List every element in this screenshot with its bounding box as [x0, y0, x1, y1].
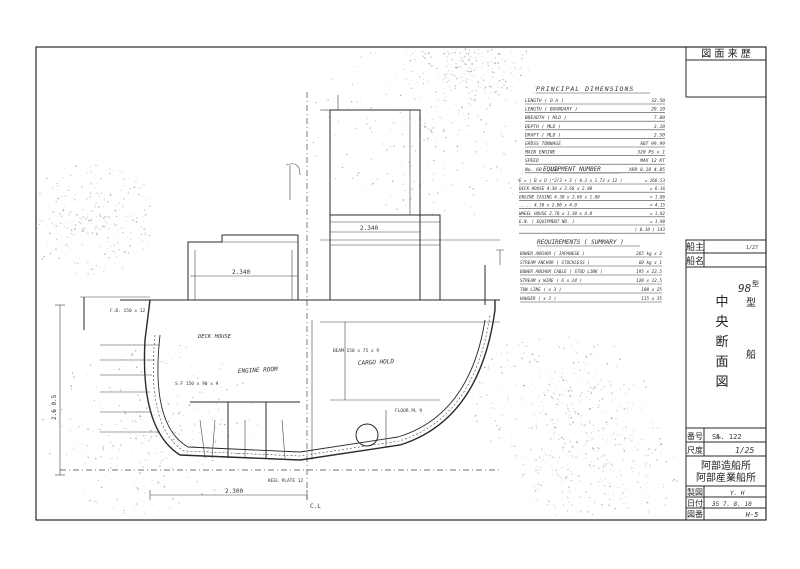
drawing-title-char: 面 — [715, 355, 728, 370]
principal-dimensions-row-value: ARR 8.10 4.85 — [628, 167, 665, 173]
cargo-hold-label: CARGO HOLD — [358, 358, 395, 367]
requirements-row-label: TOW LINE ( x 3 ) — [520, 287, 561, 293]
requirements-row-value: 60 kg x 1 — [639, 260, 663, 266]
equipment-number-heading: EQUIPMENT NUMBER — [543, 166, 601, 173]
equipment-number-row-label: E = ( B x D )^2/3 + 2 ( 0.3 x 1.73 x 12 … — [519, 178, 622, 183]
principal-dimensions-row-value: ABT 99.99 — [639, 141, 665, 147]
principal-dimensions-row-value: 29.10 — [651, 107, 665, 113]
equipment-number-row-value: = 1.82 — [650, 211, 666, 216]
requirements-row-value: 100 x 25 — [641, 287, 662, 293]
requirements-row-label: BOWER ANCHOR CABLE ( STUD LINK ) — [520, 269, 603, 275]
equipment-number-row-value: ( 0.10 ) 143 — [635, 227, 666, 232]
engine-room-label: ENGINE ROOM — [238, 366, 278, 375]
principal-dimensions-row-label: No. 60 - 150 — [524, 167, 558, 173]
bottom-dimension: 2.300 — [225, 488, 243, 495]
principal-dimensions-row-value: 32.50 — [650, 98, 665, 104]
paper-noise — [37, 48, 678, 517]
keel-note: KEEL PLATE 12 — [268, 478, 304, 484]
drawing-title: 中 央 断 面 図 — [715, 295, 728, 390]
principal-dimensions-row-label: DRAFT ( MLD ) — [524, 132, 561, 138]
scale-value: 1/25 — [735, 446, 754, 455]
deck-house — [329, 109, 421, 300]
history-header: 図 面 来 歴 — [701, 48, 751, 60]
principal-dimensions-row-value: 3.10 — [653, 124, 665, 130]
principal-dimensions-row-label: LENGTH ( O.A ) — [525, 98, 564, 104]
requirements-heading: REQUIREMENTS ( SUMMARY ) — [537, 239, 624, 246]
principal-dimensions-row-value: 2.50 — [654, 132, 665, 138]
title-block: 図 面 来 歴 船主 船名 1/27 98 型 型 船 中 央 断 面 図 番号… — [685, 46, 767, 521]
outer-shell-plating — [143, 299, 496, 461]
number-label: 番号 — [687, 431, 703, 441]
principal-dimensions-row-value: MAX 12 KT — [639, 158, 665, 164]
breadth-dimension: 2.340 — [232, 269, 250, 276]
principal-dimensions-row-label: LENGTH ( BOUNDARY ) — [525, 107, 578, 113]
principal-dimensions-table: PRINCIPAL DIMENSIONS LENGTH ( O.A ) 32.50… — [524, 85, 665, 174]
date-label: 日付 — [687, 498, 703, 508]
lightening-hole — [355, 423, 379, 447]
breadth-dimension-upper: 2.340 — [360, 225, 378, 232]
side-frame-note: S.F 150 x 90 x 9 — [175, 381, 219, 387]
corner-note: 1/27 — [746, 245, 758, 251]
requirements-row-label: STREAM ANCHOR ( STOCKLESS ) — [520, 260, 590, 266]
number-value: S№. 122 — [712, 433, 742, 441]
drawn-label: 製図 — [687, 487, 703, 497]
ship-type-vessel: 船 — [746, 348, 756, 361]
hull-section: ENGINE ROOM CARGO HOLD DECK HOUSE 2.340 … — [51, 92, 504, 510]
center-line-mark: C.L — [310, 503, 321, 510]
requirements-row-label: BOWER ANCHOR ( JAPANESE ) — [520, 251, 585, 257]
equipment-number-row-label: WHEEL HOUSE 2.70 x 1.30 x 4.0 — [519, 211, 593, 216]
equipment-number-row-label: E.N. ( EQUIPMENT NO. ) — [519, 219, 574, 224]
ship-type-number: 98 — [738, 282, 752, 295]
equipment-number-row-label: ENGINE CASING 4.30 x 2.60 x 1.80 — [519, 194, 600, 199]
equipment-number-table: EQUIPMENT NUMBER E = ( B x D )^2/3 + 2 (… — [518, 166, 666, 234]
principal-dimensions-row-label: BREADTH ( MLD ) — [525, 115, 567, 121]
equipment-number-row-label: DECK HOUSE 4.30 x 2.68 x 2.00 — [518, 186, 593, 191]
principal-dimensions-row-value: 7.00 — [654, 115, 665, 121]
frame-note: F.B. 150 x 12 — [110, 308, 146, 314]
principal-dimensions-row-label: SPEED — [525, 158, 539, 164]
drawing-title-char: 中 — [715, 295, 728, 310]
equipment-number-row-value: = 266.53 — [645, 178, 666, 183]
requirements-row-value: 115 x 35 — [641, 296, 662, 302]
date-value: 35 7. 8. 10 — [711, 501, 752, 508]
owner-label: 船主 — [686, 241, 704, 253]
inner-frame-line — [157, 319, 486, 453]
equipment-number-row-value: = 1.86 — [650, 194, 666, 199]
company-line1: 阿部造船所 — [701, 459, 751, 472]
requirements-row-value: 120 x 12.5 — [636, 278, 662, 284]
principal-dimensions-row-label: MAIN ENGINE — [524, 150, 556, 156]
drawing-title-char: 図 — [715, 375, 728, 390]
principal-dimensions-heading: PRINCIPAL DIMENSIONS — [536, 85, 634, 93]
drawing-no-value: H-5 — [745, 511, 759, 519]
requirements-row-value: 195 x 22.5 — [636, 269, 662, 275]
equipment-number-row-value: = 1.90 — [650, 219, 666, 224]
company-line2: 阿部産業船所 — [696, 471, 756, 484]
principal-dimensions-row-label: GROSS TONNAGE — [525, 141, 561, 147]
requirements-row-label: HAWSER ( x 3 ) — [519, 296, 556, 302]
requirements-table: REQUIREMENTS ( SUMMARY ) BOWER ANCHOR ( … — [519, 239, 663, 303]
drawing-title-char: 断 — [715, 335, 728, 350]
ship-type-superscript: 型 — [752, 279, 759, 288]
drawing-title-char: 央 — [715, 315, 728, 330]
principal-dimensions-row-value: 320 PS x 1 — [636, 150, 665, 156]
beam-note: BEAM 150 x 75 x 9 — [333, 348, 379, 354]
deck-house-label: DECK HOUSE — [197, 334, 232, 340]
drawing-no-label: 図番 — [687, 509, 703, 519]
equipment-number-row-value: = 6.16 — [650, 186, 666, 191]
principal-dimensions-row-label: DEPTH ( MLD ) — [524, 124, 561, 130]
frame-hatching — [153, 314, 491, 457]
ship-name-label: 船名 — [686, 255, 704, 267]
floor-note: FLOOR PL 9 — [395, 408, 422, 414]
requirements-row-value: 265 kg x 2 — [636, 251, 662, 257]
drawn-value: Y. H — [730, 490, 745, 497]
requirements-row-label: STREAM x WIRE ( 6 x 24 ) — [520, 278, 582, 284]
scale-label: 尺度 — [687, 445, 703, 455]
equipment-number-row-label: .. .. 4.30 x 2.00 x 4.0 — [519, 203, 577, 208]
equipment-number-row-value: = 4.15 — [650, 203, 666, 208]
left-dimension: 2.6 0.5 — [51, 394, 58, 420]
ship-type-kanji: 型 — [746, 296, 756, 309]
engine-casing — [187, 234, 299, 300]
